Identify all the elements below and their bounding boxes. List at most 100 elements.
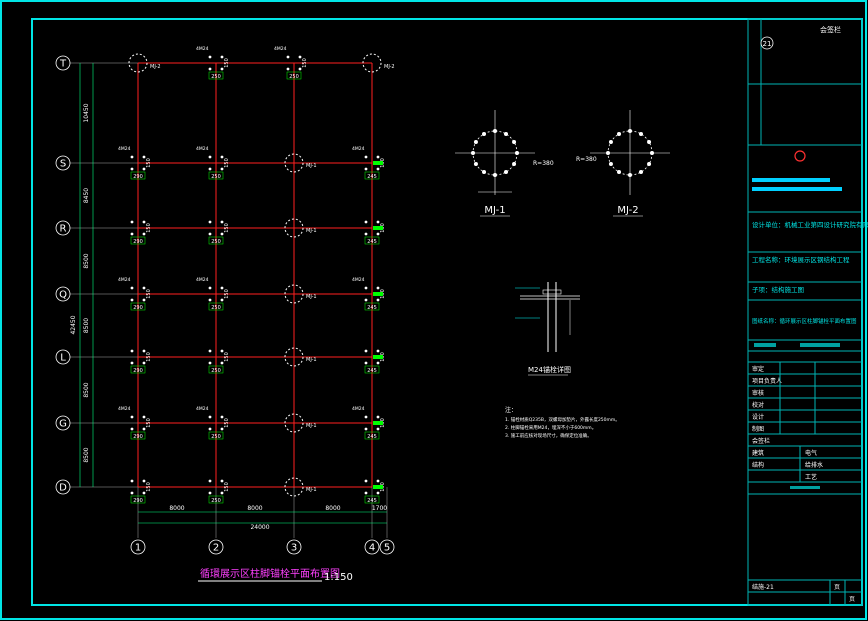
base-dim-150: 150 <box>302 58 308 68</box>
detail-bolt <box>493 129 497 133</box>
base-dim-box <box>364 495 380 504</box>
tb-row-4: 设计 <box>752 413 764 421</box>
base-dim-box <box>208 302 224 311</box>
detail-bolt <box>493 173 497 177</box>
base-dim-150: 150 <box>146 223 152 233</box>
base-dim-box <box>130 365 146 374</box>
base-dim-label: 290 <box>133 434 143 440</box>
axis-label-col: 2 <box>213 543 219 554</box>
axis-label-row: G <box>59 419 67 430</box>
notes-title: 注： <box>505 406 517 414</box>
base-plate-bolt <box>220 155 224 159</box>
base-dim-150: 150 <box>146 352 152 362</box>
base-plate-bolt <box>208 232 212 236</box>
axis-label-row: Q <box>59 290 67 301</box>
mj1-radius: R=380 <box>533 160 554 167</box>
axis-bubble-col <box>130 539 146 555</box>
base-dim-box <box>130 495 146 504</box>
mj2-column-marker <box>362 53 382 73</box>
col-spacing-label: 8000 <box>169 505 184 512</box>
base-plate-bolt <box>130 167 134 171</box>
base-plate-bolt <box>376 415 380 419</box>
base-dim-label: 245 <box>367 305 377 311</box>
detail-bolt <box>608 140 613 144</box>
mj1-column-marker <box>284 347 304 367</box>
base-plate-bolt <box>364 155 368 159</box>
base-dim-150: 150 <box>146 289 152 299</box>
logo-band-2 <box>752 187 842 191</box>
bolt-label: 4M24 <box>118 146 131 152</box>
bolt-label: 4M24 <box>196 406 209 412</box>
sheet-number-circle <box>760 36 774 50</box>
bolt-label: 4M24 <box>196 46 209 52</box>
base-plate-bolt <box>286 67 290 71</box>
detail-bolt <box>647 140 652 144</box>
base-dim-label: 290 <box>133 498 143 504</box>
footer-of: 页 <box>849 596 855 603</box>
base-plate-bolt <box>220 349 224 353</box>
axis-bubble-row <box>55 55 71 71</box>
footer-no: 结施-21 <box>752 583 774 591</box>
base-plate-bolt <box>364 167 368 171</box>
base-plate-bolt <box>130 491 134 495</box>
base-dim-label: 250 <box>211 498 221 504</box>
base-dim-box <box>364 365 380 374</box>
base-dim-box <box>130 236 146 245</box>
axis-bubble-col <box>364 539 380 555</box>
tb-bar-2 <box>800 343 840 347</box>
mj2-label: MJ-2 <box>617 205 638 216</box>
base-plate-bolt <box>208 298 212 302</box>
row-spacing-label: 8500 <box>83 253 90 268</box>
base-dim-label: 290 <box>133 239 143 245</box>
note-3: 3. 施工前应核对现场尺寸，确保定位准确。 <box>505 432 592 439</box>
detail-bolt <box>628 173 632 177</box>
base-dim-box <box>364 302 380 311</box>
tb-row-6: 会签栏 <box>752 437 770 445</box>
mj2-column-marker <box>128 53 148 73</box>
detail-bolt <box>482 131 486 136</box>
detail-bolt <box>606 151 610 155</box>
base-plate-bolt <box>364 232 368 236</box>
footer-sheet: 页 <box>834 584 840 591</box>
base-plate-bolt <box>364 491 368 495</box>
base-dim-box <box>208 71 224 80</box>
axis-label-row: S <box>60 159 66 170</box>
axis-bubble-col <box>286 539 302 555</box>
base-dim-150: 150 <box>224 482 230 492</box>
drawing-name: 图纸名称：循环展示区柱脚锚栓平面布置图 <box>752 317 857 325</box>
base-plate-bolt <box>142 479 146 483</box>
axis-label-col: 5 <box>384 543 390 554</box>
axis-bubble-row <box>55 155 71 171</box>
axis-label-row: T <box>59 59 67 70</box>
base-plate-bolt <box>364 427 368 431</box>
base-plate-bolt <box>130 298 134 302</box>
base-plate-bolt <box>376 298 380 302</box>
detail-bolt <box>608 162 613 166</box>
row-spacing-label: 8500 <box>83 382 90 397</box>
base-plate-bolt <box>364 286 368 290</box>
tb-row-0: 审定 <box>752 365 764 373</box>
base-plate-bolt <box>142 361 146 365</box>
base-plate-bolt <box>142 286 146 290</box>
detail-bolt <box>473 140 478 144</box>
mj1-column-marker <box>284 153 304 173</box>
base-dim-label: 245 <box>367 174 377 180</box>
base-plate-bolt <box>376 479 380 483</box>
base-plate-bolt <box>142 298 146 302</box>
base-plate-bolt <box>142 232 146 236</box>
marker-label-mj1: MJ-1 <box>306 163 317 169</box>
base-plate-bolt <box>208 427 212 431</box>
title-block <box>747 18 863 606</box>
detail-bolt <box>473 162 478 166</box>
note-1: 1. 锚栓材质Q235B，双螺母加垫片，外露长度250mm。 <box>505 416 620 423</box>
detail-bolt <box>628 129 632 133</box>
detail-bolt <box>512 140 517 144</box>
base-plate-bolt <box>220 286 224 290</box>
base-dim-label: 245 <box>367 434 377 440</box>
base-plate-bolt <box>208 155 212 159</box>
base-plate-bolt <box>220 361 224 365</box>
detail-bolt <box>515 151 519 155</box>
marker-label-mj1: MJ-1 <box>306 294 317 300</box>
mj1-column-marker <box>284 284 304 304</box>
axis-label-row: R <box>60 224 67 235</box>
